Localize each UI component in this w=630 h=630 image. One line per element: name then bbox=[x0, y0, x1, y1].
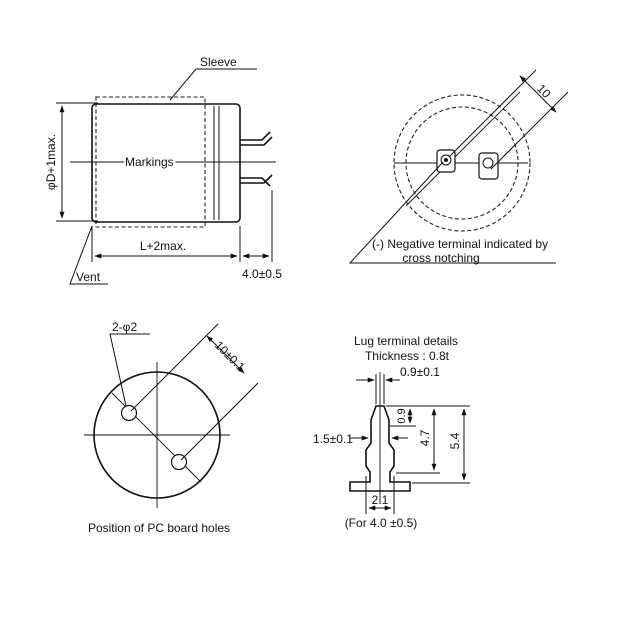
pcb-caption: Position of PC board holes bbox=[88, 521, 230, 535]
width-label: 1.5±0.1 bbox=[313, 432, 353, 446]
outer-outline bbox=[393, 94, 531, 232]
extension-line bbox=[130, 323, 219, 412]
extension-line bbox=[448, 69, 537, 158]
extension-line bbox=[180, 382, 259, 461]
positive-terminal-hole bbox=[482, 157, 494, 169]
spacing-label: 10±0.1 bbox=[212, 338, 248, 374]
holes-label: 2-φ2 bbox=[112, 320, 137, 334]
diameter-label: φD+1max. bbox=[44, 134, 58, 190]
top-view: 10 (-) Negative terminal indicated by cr… bbox=[348, 69, 569, 265]
base-width-label: 2.1 bbox=[372, 493, 389, 507]
sleeve-leader bbox=[169, 68, 257, 101]
tip-width-label: 0.9±0.1 bbox=[400, 365, 440, 379]
total-height-label: 5.4 bbox=[448, 432, 462, 449]
notch-mark bbox=[444, 158, 448, 162]
terminal-upper bbox=[240, 131, 273, 146]
terminal-lower bbox=[240, 174, 273, 187]
tip-height-label: 0.9 bbox=[396, 408, 408, 423]
lead-length-label: 4.0±0.5 bbox=[242, 267, 282, 281]
note-line1: (-) Negative terminal indicated by bbox=[372, 237, 548, 251]
lug-title: Lug terminal details bbox=[354, 334, 458, 348]
length-label: L+2max. bbox=[140, 239, 186, 253]
markings-label: Markings bbox=[125, 155, 174, 169]
body-height-label: 4.7 bbox=[418, 429, 432, 446]
negative-terminal-hole bbox=[440, 154, 452, 166]
base-note: (For 4.0 ±0.5) bbox=[345, 516, 418, 530]
pitch-label: 10 bbox=[534, 81, 554, 101]
terminal-axis bbox=[405, 91, 521, 207]
pc-board-view: 10±0.1 2-φ2 Position of PC board holes bbox=[84, 320, 259, 535]
lug-thickness: Thickness : 0.8t bbox=[365, 349, 450, 363]
note-leader bbox=[348, 161, 556, 264]
vent-label: Vent bbox=[76, 270, 101, 284]
note-line2: cross notching bbox=[402, 251, 479, 265]
spacing-dim-line bbox=[206, 335, 245, 374]
lug-terminal-shape bbox=[349, 405, 411, 492]
pitch-dim-line bbox=[519, 75, 557, 113]
vent-leader bbox=[69, 225, 108, 285]
sleeve-label: Sleeve bbox=[200, 55, 237, 69]
positive-terminal bbox=[478, 152, 499, 180]
holes-leader bbox=[109, 333, 150, 407]
side-view: Sleeve Markings φD+1max. L+2max. 4.0±0.5… bbox=[44, 55, 282, 285]
capacitor-body bbox=[91, 103, 241, 223]
lug-view: Lug terminal details Thickness : 0.8t 0.… bbox=[313, 334, 470, 530]
